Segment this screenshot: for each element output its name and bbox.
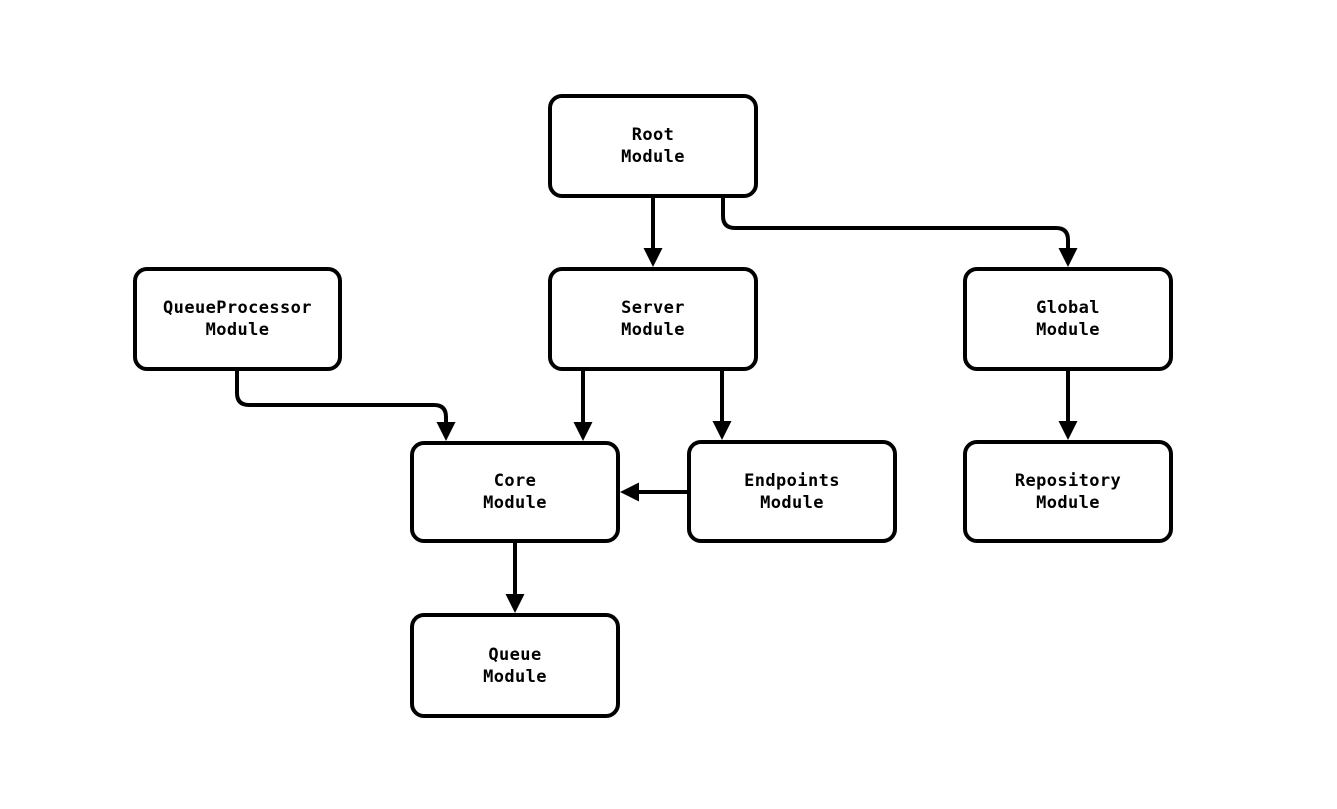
- node-label-line2: Module: [483, 666, 547, 687]
- edge-line: [235, 371, 448, 432]
- node-label-line2: Module: [483, 493, 547, 513]
- node-label-line1: Server: [621, 298, 685, 318]
- node-label-line1: Endpoints: [744, 470, 840, 491]
- node-label-line2: Module: [760, 492, 824, 513]
- edge-root-to-global: [721, 198, 1078, 267]
- edge-core-to-queue: [505, 543, 525, 613]
- edge-root-to-server: [643, 198, 663, 267]
- edge-global-to-repository: [1058, 371, 1078, 440]
- node-label-line2: Module: [621, 147, 685, 167]
- edge-endpoints-to-core: [620, 482, 687, 502]
- node-label-line2: Module: [621, 320, 685, 340]
- arrowhead-icon: [573, 422, 593, 441]
- node-label-line1: Repository: [1014, 470, 1122, 491]
- node-label-line2: Module: [205, 320, 270, 340]
- arrowhead-icon: [712, 421, 732, 440]
- arrowhead-icon: [643, 248, 663, 267]
- edge-server-to-endpoints: [712, 371, 732, 440]
- edge-queueprocessor-to-core: [235, 371, 456, 441]
- arrowhead-icon: [1058, 248, 1078, 267]
- node-label-line1: QueueProcessor: [163, 298, 312, 318]
- arrowhead-icon: [505, 594, 525, 613]
- edge-server-to-core: [573, 371, 593, 441]
- node-label-line2: Module: [1036, 320, 1100, 340]
- arrowhead-icon: [620, 482, 639, 502]
- arrowhead-icon: [436, 422, 456, 441]
- node-label-line1: Root: [631, 125, 675, 145]
- node-label-line2: Module: [1036, 492, 1100, 513]
- node-label-line1: Queue: [488, 644, 542, 665]
- node-label-line1: Global: [1036, 298, 1100, 318]
- arrowhead-icon: [1058, 421, 1078, 440]
- node-label-line1: Core: [493, 471, 537, 491]
- edge-line: [721, 198, 1070, 258]
